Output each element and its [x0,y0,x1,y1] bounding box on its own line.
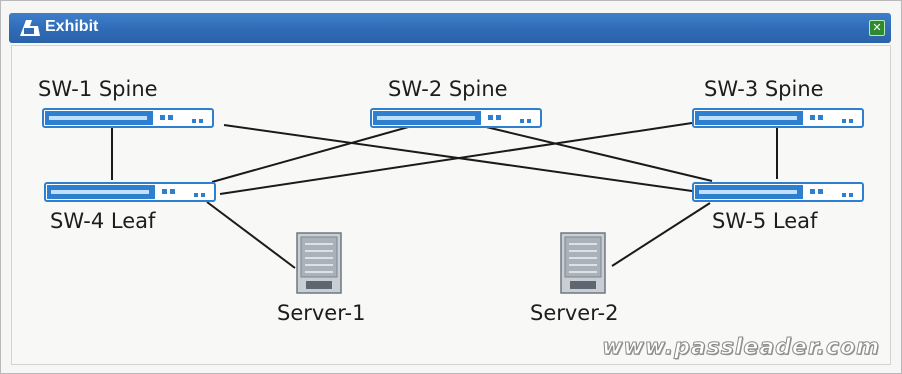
sw4-switch-icon [44,182,216,202]
link-sw3-sw4 [219,122,693,195]
close-icon[interactable]: ✕ [869,20,885,36]
link-sw4-server1 [206,201,296,269]
diagram-panel: SW-1 Spine SW-2 Spine SW-3 Spine SW-4 Le… [11,45,891,365]
server1-icon [296,232,342,294]
sw3-spine-label: SW-3 Spine [704,77,824,101]
network-links [111,122,778,269]
link-sw2-sw5 [481,125,713,182]
watermark: www.passleader.com [602,335,880,361]
server2-icon [560,232,606,294]
window-title: Exhibit [45,18,99,35]
title-bar: Exhibit ✕ [9,13,891,43]
sw2-spine-label: SW-2 Spine [388,77,508,101]
link-sw2-sw4 [211,125,413,183]
sw5-switch-icon [692,182,864,202]
server2-label: Server-2 [530,301,619,325]
link-sw5-server2 [611,202,711,267]
sw3-switch-icon [692,108,864,128]
sw5-leaf-label: SW-5 Leaf [712,209,818,233]
server1-label: Server-1 [277,301,366,325]
exhibit-icon [20,20,40,36]
sw1-switch-icon [42,108,214,128]
sw1-spine-label: SW-1 Spine [38,77,158,101]
sw2-switch-icon [370,108,542,128]
sw4-leaf-label: SW-4 Leaf [50,209,156,233]
